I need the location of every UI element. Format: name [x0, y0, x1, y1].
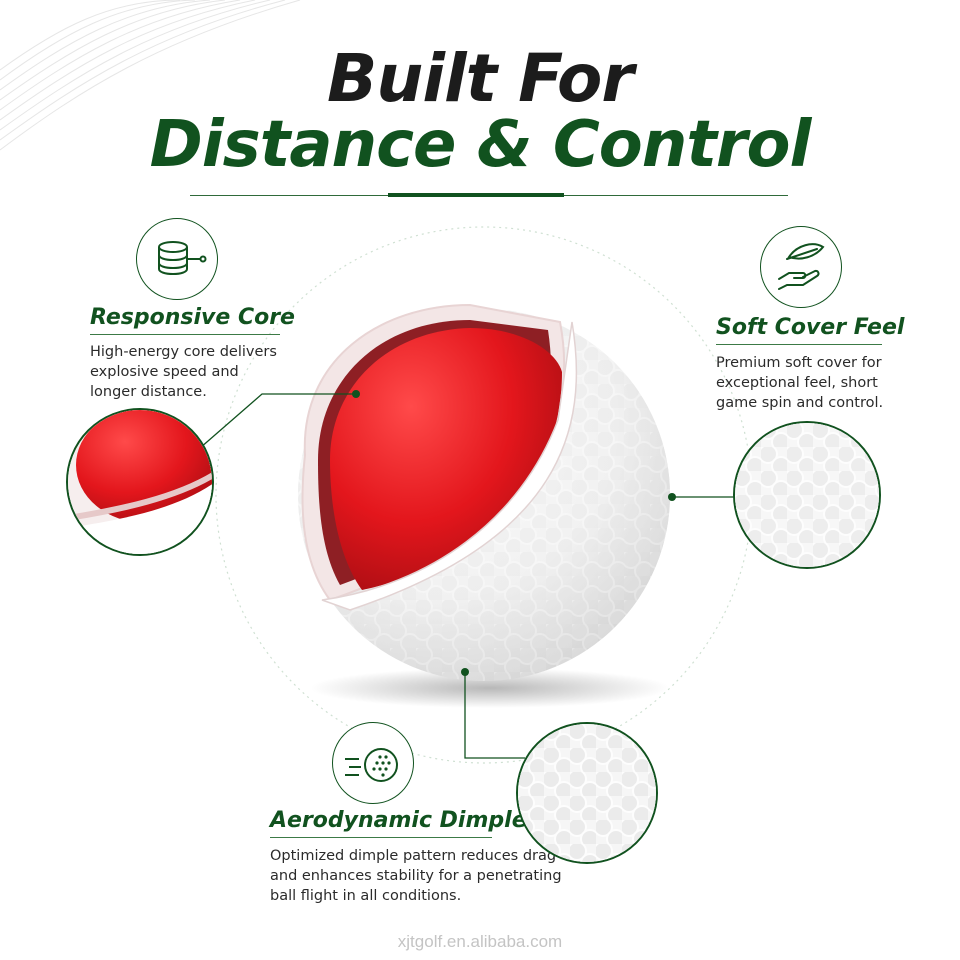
decorative-contour-lines: [0, 0, 301, 151]
golf-ball-cutaway: [298, 303, 670, 681]
feather-hand-icon: [778, 243, 825, 290]
core-zoom-detail: [66, 408, 214, 556]
title-divider-accent: [388, 193, 564, 197]
title-divider-left: [190, 195, 390, 196]
cover-title: Soft Cover Feel: [716, 315, 905, 340]
core-title: Responsive Core: [90, 305, 295, 330]
dimples-description: Optimized dimple pattern reduces drag an…: [270, 848, 562, 904]
dimples-icon-badge: [332, 722, 414, 804]
title-divider-right: [562, 195, 788, 196]
headline-line-1: Built For: [327, 40, 634, 117]
core-description: High-energy core delivers explosive spee…: [90, 344, 277, 400]
cover-title-underline: [716, 344, 882, 345]
golf-ball-motion-icon: [345, 748, 398, 782]
watermark: xjtgolf.en.alibaba.com: [397, 932, 563, 951]
headline-line-2: Distance & Control: [149, 108, 812, 182]
database-core-icon: [158, 241, 207, 276]
dimples-title-underline: [270, 837, 492, 838]
core-title-underline: [90, 334, 280, 335]
dimples-zoom-detail: [516, 722, 658, 864]
cover-description: Premium soft cover for exceptional feel,…: [716, 355, 884, 411]
cover-icon-badge: [760, 226, 842, 308]
cover-zoom-detail: [733, 421, 881, 569]
core-icon-badge: [136, 218, 218, 300]
dimples-title: Aerodynamic Dimples: [270, 808, 540, 833]
